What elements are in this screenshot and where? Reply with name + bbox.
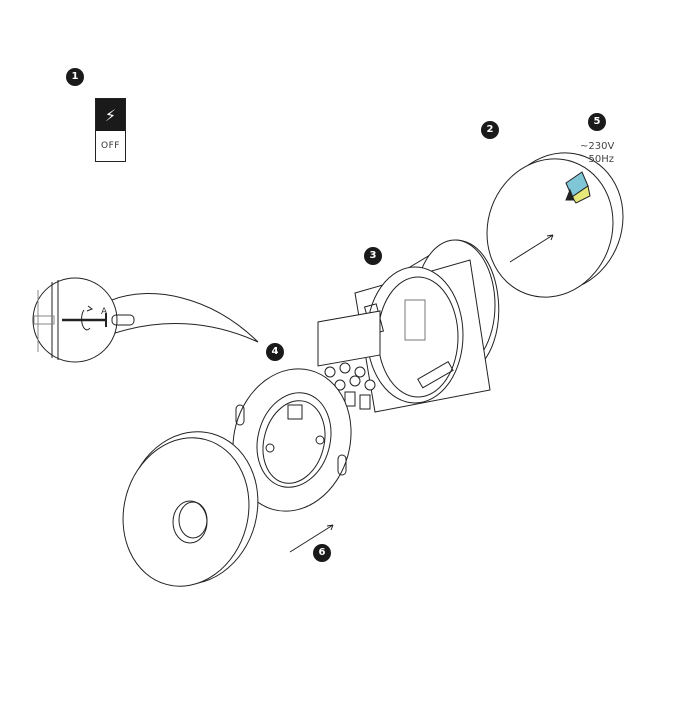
step-badge-2: 2 [481, 121, 499, 139]
frequency-label: 50Hz [588, 154, 615, 165]
voltage-label: ~230V [580, 141, 615, 152]
power-spec: ~230V 50Hz [580, 140, 614, 166]
step-badge-3: 3 [364, 247, 382, 265]
step-badge-5: 5 [588, 113, 606, 131]
step-badge-1: 1 [66, 68, 84, 86]
power-switch: ⚡︎ OFF [95, 98, 126, 162]
front-cover-disc [122, 431, 259, 587]
step-badge-4: 4 [266, 343, 284, 361]
detail-label-a: A [101, 307, 108, 317]
mounting-box [354, 239, 500, 413]
arrow-to-front [289, 524, 334, 553]
arrow-to-cover [509, 234, 554, 263]
screw-detail-callout [32, 277, 259, 363]
step-badge-6: 6 [313, 544, 331, 562]
lamp-ring [232, 310, 381, 512]
back-cover-disc [486, 152, 624, 298]
switch-state-label: OFF [101, 141, 120, 151]
lightning-icon: ⚡︎ [104, 105, 117, 125]
